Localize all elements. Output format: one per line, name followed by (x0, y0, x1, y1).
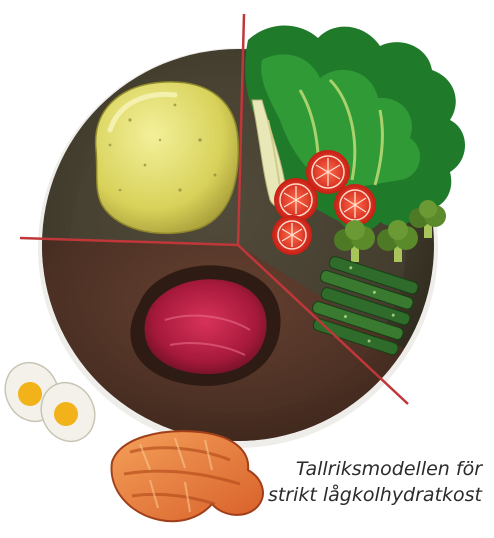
caption-line-1: Tallriksmodellen för (182, 456, 482, 482)
caption: Tallriksmodellen för strikt lågkolhydrat… (182, 456, 482, 508)
potato-icon (96, 82, 239, 234)
caption-line-2: strikt lågkolhydratkost (182, 482, 482, 508)
